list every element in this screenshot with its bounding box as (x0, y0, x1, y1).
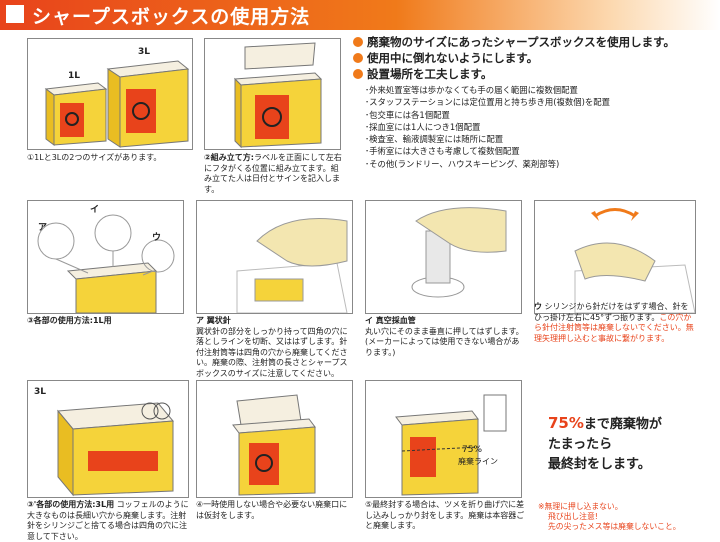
final-line3: 最終封をします。 (548, 457, 651, 472)
placement-note: ･その他(ランドリー、ハウスキーピング、薬剤部等) (365, 158, 560, 169)
final-percent: 75% (548, 414, 584, 432)
vacuum-tube-hand-illustration (411, 207, 507, 298)
panel-i-head: イ 真空採血管 (365, 316, 416, 325)
panel6-caption: ⑤最終封する場合は、ツメを折り曲げ穴に差し込みしっかり封をします。廃棄は本容器ご… (365, 500, 525, 530)
panel-u-warning: この穴から針付注射筒等は廃棄しないでください。無理矢理押し込むと事故に繋がります… (534, 312, 694, 343)
sharps-box-assembly-illustration (233, 42, 323, 149)
size-label-3l: 3L (138, 47, 150, 57)
level-sub-label: 廃棄ライン (458, 457, 498, 466)
placement-notes: ･外来処置室等は歩かなくても手の届く範囲に複数個配置 ･スタッフステーションには… (353, 84, 715, 170)
panel2-caption-head: ②組み立て方: (204, 153, 254, 162)
panel-i-body: 丸い穴にそのまま垂直に押してはずします。(メーカーによっては使用できない場合があ… (365, 326, 524, 357)
label-a: ア (38, 223, 48, 233)
panel-vacuum-tube (365, 200, 522, 314)
panel-final-seal: 75% 廃棄ライン (365, 380, 522, 498)
panel4-caption-body: コッフェルのように大きなものは長細い穴から廃棄します。注射針をシリンジごと捨てる… (27, 500, 189, 541)
warning-note: 飛び出し注意! (548, 512, 598, 521)
panel-u-body: シリンジから針だけをはずす場合、針をひっ掛け左右に45°ずつ振ります。 (534, 302, 689, 322)
panel4-caption: ③'各部の使用方法:3L用 コッフェルのように大きなものは長細い穴から廃棄します… (27, 500, 192, 542)
level-label: 75% (462, 445, 483, 455)
panel-i-caption: イ 真空採血管 丸い穴にそのまま垂直に押してはずします。(メーカーによっては使用… (365, 316, 525, 358)
panel-a-body: 翼状針の部分をしっかり持って四角の穴に落としラインを切断、又ははずします。針付注… (196, 326, 348, 378)
warning-note: ※無理に押し込まない。 (538, 502, 623, 511)
placement-note: ･手術室には大きさも考慮して複数個配置 (365, 146, 520, 157)
panel-assembly (204, 38, 341, 150)
panel4-caption-head: ③'各部の使用方法:3L用 (27, 500, 115, 509)
usage-points: 廃棄物のサイズにあったシャープスボックスを使用します。 使用中に倒れないようにし… (353, 34, 715, 170)
panel-u-head: ウ (534, 302, 542, 311)
panel1-caption: ①1Lと3Lの2つのサイズがあります。 (27, 153, 162, 162)
final-line2: たまったら (548, 437, 613, 452)
panel-needle-removal (534, 200, 696, 314)
placement-note: ･外来処置室等は歩かなくても手の届く範囲に複数個配置 (365, 85, 578, 95)
winged-needle-hand-illustration (236, 218, 348, 313)
sharps-box-1l-3l-illustration (44, 60, 190, 148)
label-u: ウ (152, 233, 162, 243)
warning-notes: ※無理に押し込まない。 飛び出し注意! 先の尖ったメス等は廃棄しないこと。 (538, 502, 681, 532)
title-bar: シャープスボックスの使用方法 (0, 0, 720, 30)
bullet-stable: 使用中に倒れないようにします。 (353, 50, 715, 66)
placement-note: ･採血室には1人につき1個配置 (365, 121, 481, 132)
bullet-placement: 設置場所を工夫します。 (353, 66, 715, 82)
panel3-caption: ③各部の使用方法:1L用 (27, 316, 112, 325)
warning-note: 先の尖ったメス等は廃棄しないこと。 (548, 522, 681, 531)
panel5-caption: ④一時使用しない場合や必要ない廃棄口には仮封をします。 (196, 500, 348, 520)
placement-note: ･包交車には各1個配置 (365, 109, 450, 120)
panel-a-head: ア 翼状針 (196, 316, 231, 325)
panel-sizes: 1L 3L (27, 38, 193, 150)
panel-parts-1l: ア イ ウ (27, 200, 184, 314)
final-seal-message: 75%まで廃棄物が たまったら 最終封をします。 (548, 413, 662, 475)
placement-note: ･スタッフステーションには定位置用と持ち歩き用(複数個)を配置 (365, 97, 611, 108)
final-line1: まで廃棄物が (583, 417, 662, 432)
parts-1l-illustration (37, 214, 175, 313)
placement-note: ･検査室、輸液調製室には随所に配置 (365, 134, 504, 145)
temporary-seal-illustration (232, 394, 316, 496)
size-label-3l-parts: 3L (34, 387, 46, 397)
panel2-caption-body: ラベルを正面にして左右にフタがくる位置に組み立てます。組み立てた人は日付とサイン… (204, 153, 342, 194)
panel-winged-needle (196, 200, 353, 314)
panel-parts-3l: 3L (27, 380, 189, 498)
panel-u-caption: ウ シリンジから針だけをはずす場合、針をひっ掛け左右に45°ずつ振ります。この穴… (534, 302, 696, 344)
panel-temporary-seal (196, 380, 353, 498)
panel-a-caption: ア 翼状針 翼状針の部分をしっかり持って四角の穴に落としラインを切断、又ははずし… (196, 316, 351, 379)
final-seal-illustration (395, 394, 507, 496)
needle-removal-hand-illustration (574, 208, 695, 313)
label-i: イ (90, 205, 100, 215)
page-title: シャープスボックスの使用方法 (32, 6, 311, 28)
size-label-1l: 1L (68, 71, 80, 81)
bullet-size: 廃棄物のサイズにあったシャープスボックスを使用します。 (353, 34, 715, 50)
parts-3l-illustration (56, 402, 175, 497)
panel2-caption: ②組み立て方:ラベルを正面にして左右にフタがくる位置に組み立てます。組み立てた人… (204, 153, 342, 195)
title-square-icon (6, 5, 24, 23)
